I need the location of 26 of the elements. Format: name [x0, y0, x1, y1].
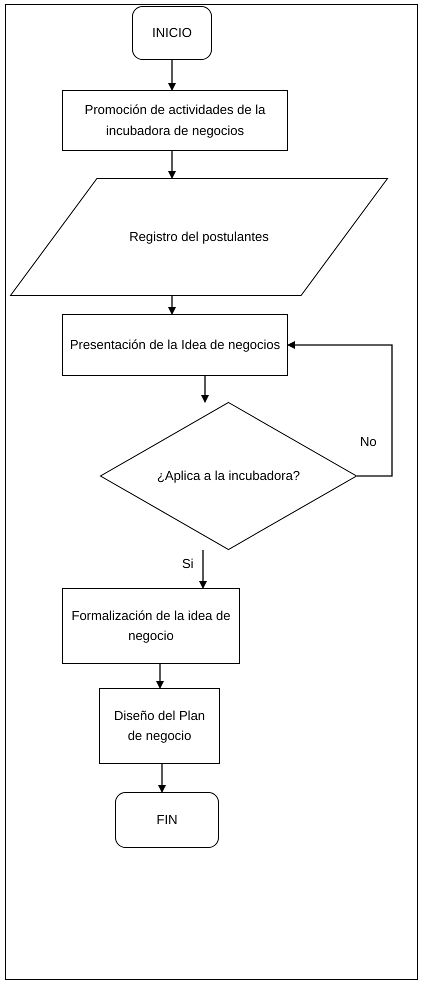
arrow: [156, 664, 164, 689]
node-label: Diseño del Plan de negocio: [112, 706, 206, 745]
arrow: [168, 296, 176, 315]
process-box: [62, 314, 288, 376]
process-box: [99, 688, 220, 764]
node-label: ¿Aplica a la incubadora?: [156, 466, 302, 485]
node-label: Registro del postulantes: [128, 228, 270, 246]
arrow: [199, 550, 207, 589]
node-label: Promoción de actividades de la incubadora de negocios: [84, 101, 266, 140]
process-box: [62, 588, 240, 664]
arrow: [158, 764, 166, 793]
node-label: FIN: [156, 810, 178, 829]
terminator-shape: [132, 6, 212, 60]
node-label: Formalización de la idea de negocio: [70, 606, 232, 645]
arrow: [201, 376, 209, 403]
arrow: [287, 341, 393, 477]
decision-diamond: [100, 402, 357, 550]
arrow: [168, 60, 176, 91]
node-label: Presentación de la Idea de negocios: [68, 336, 282, 354]
edge-label: Si: [180, 556, 196, 571]
terminator-shape: [115, 792, 219, 848]
data-parallelogram: [10, 178, 388, 296]
node-label: INICIO: [152, 24, 192, 42]
arrow: [168, 151, 176, 179]
edge-label: No: [358, 434, 379, 449]
process-box: [62, 90, 288, 151]
